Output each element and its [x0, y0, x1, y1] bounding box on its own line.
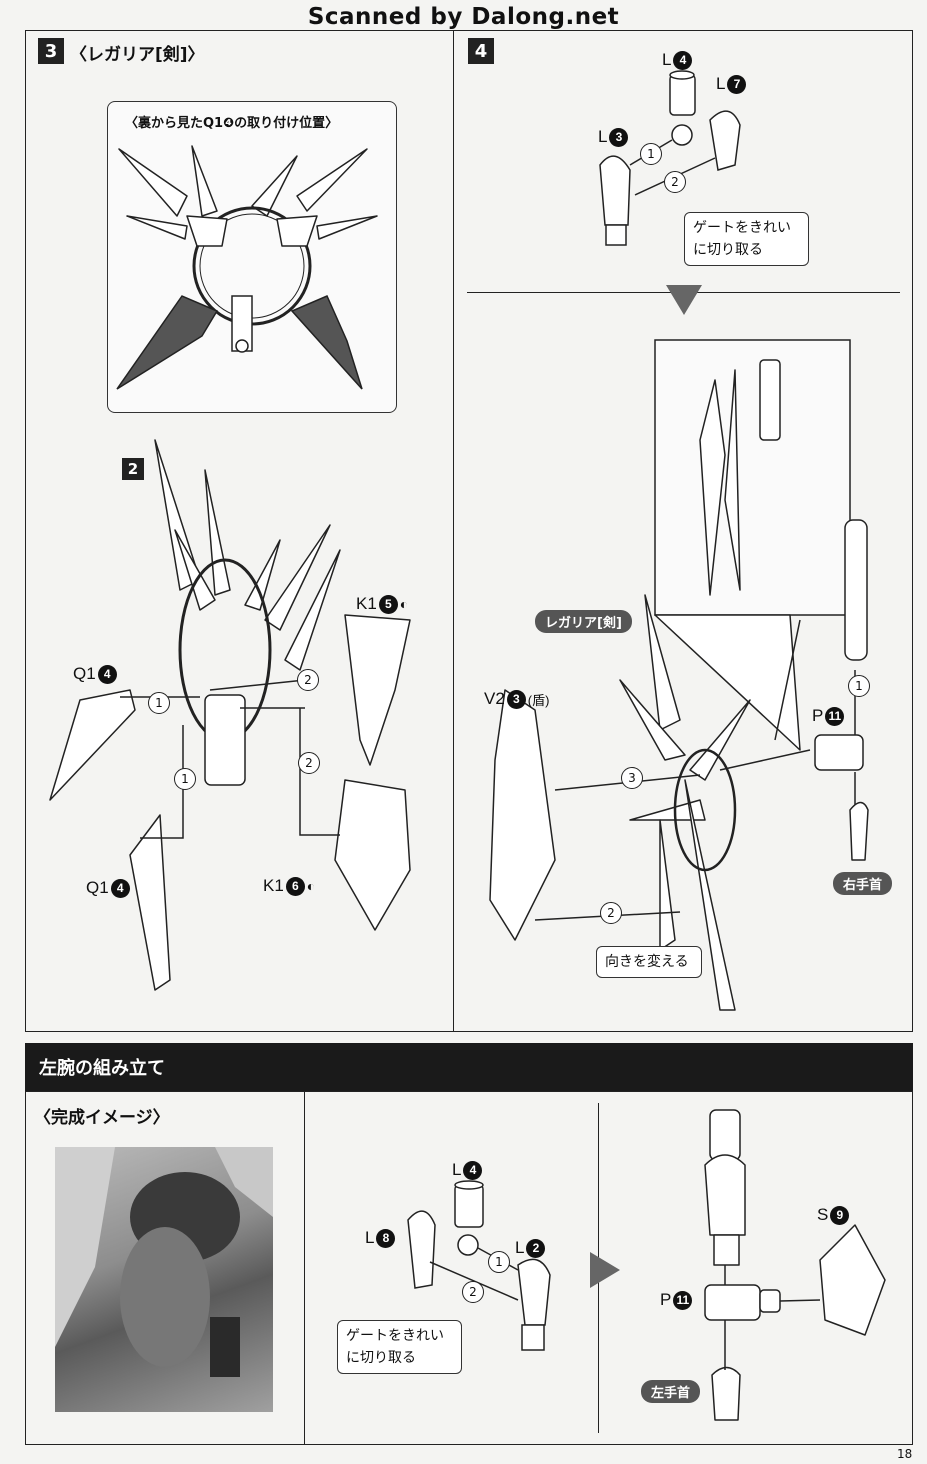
seq-marker: 3 [621, 767, 643, 789]
plating-icon: ◐ [399, 596, 409, 612]
part-number-badge: 2 [526, 1238, 546, 1258]
sword-shield-assembly-illustration [489, 339, 869, 1011]
completed-image-title: 〈完成イメージ〉 [34, 1108, 170, 1128]
arm-parts-illustration [599, 70, 741, 246]
left-arm-banner: 左腕の組み立て [25, 1043, 913, 1091]
seq-marker: 2 [600, 902, 622, 924]
right-arrow-icon [590, 1252, 620, 1288]
left-arm-final-illustration [704, 1109, 886, 1421]
gate-note-left-arm: ゲートをきれい に切り取る [337, 1320, 462, 1374]
part-number-badge: 4 [97, 664, 117, 684]
seq-marker: 1 [148, 692, 170, 714]
step3-inset-caption: 〈裏から見たQ1❹の取り付け位置〉 [125, 116, 339, 131]
part-number-badge: 4 [110, 878, 130, 898]
watermark: Scanned by Dalong.net [307, 4, 620, 30]
seq-marker: 2 [664, 171, 686, 193]
seq-marker: 2 [462, 1281, 484, 1303]
substep-2-number: 2 [122, 458, 144, 480]
part-number-badge: 7 [727, 74, 747, 94]
seq-marker: 1 [848, 675, 870, 697]
left-wrist-pill: 左手首 [641, 1380, 701, 1403]
part-number-badge: 4 [673, 50, 693, 70]
seq-marker: 1 [640, 143, 662, 165]
part-number-badge: 6 [285, 876, 305, 896]
part-number-badge: 11 [673, 1290, 693, 1310]
direction-note: 向きを変える [596, 946, 702, 978]
seq-marker: 2 [298, 752, 320, 774]
step3-number: 3 [38, 38, 64, 64]
part-number-badge: 11 [825, 706, 845, 726]
regalia-sword-pill: レガリア[剣] [535, 610, 632, 633]
step3-title: 〈レガリア[剣]〉 [70, 45, 205, 65]
sword-assembly-illustration [49, 439, 411, 991]
part-number-badge: 8 [376, 1228, 396, 1248]
left-arm-panel [25, 1091, 913, 1445]
seq-marker: 1 [488, 1251, 510, 1273]
part-number-badge: 9 [830, 1205, 850, 1225]
part-number-badge: 3 [609, 127, 629, 147]
seq-marker: 1 [174, 768, 196, 790]
step4-number: 4 [468, 38, 494, 64]
plating-icon: ◐ [306, 878, 316, 894]
seq-marker: 2 [297, 669, 319, 691]
part-number-badge: 5 [378, 594, 398, 614]
down-arrow-icon [666, 285, 702, 315]
part-number-badge: 4 [463, 1160, 483, 1180]
part-number-badge: 3 [506, 689, 526, 709]
left-arm-divider [304, 1091, 305, 1445]
page-number: 18 [897, 1447, 913, 1461]
right-wrist-pill: 右手首 [833, 872, 893, 895]
sword-back-view-illustration [116, 145, 378, 390]
step4-panel [453, 30, 913, 1032]
left-arm-parts-illustration [407, 1180, 551, 1351]
completed-photo-figure [55, 1147, 273, 1377]
gate-note-step4: ゲートをきれい に切り取る [684, 212, 809, 266]
